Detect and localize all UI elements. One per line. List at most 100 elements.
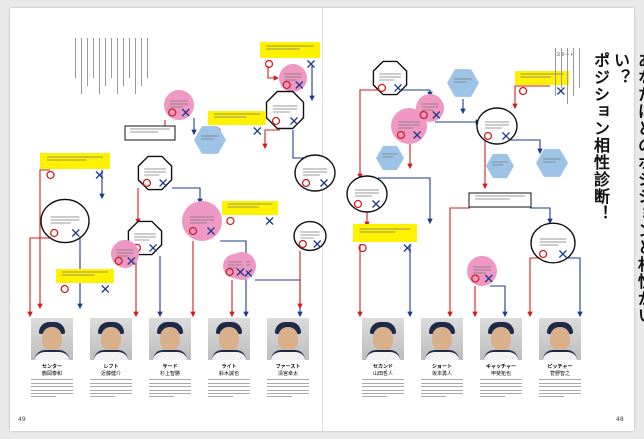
question-node-10 [41,199,89,242]
player-card: ピッチャー菅野智之 [539,318,581,400]
question-node-8 [138,156,171,189]
player-photo [480,318,522,360]
question-node-32 [111,240,139,268]
player-photo [31,318,73,360]
flow-arrow-33 [490,286,505,316]
player-description [539,379,581,397]
question-node-29 [531,223,575,263]
yes-mark [266,61,273,68]
question-node-5 [164,90,194,120]
flow-arrow-18 [255,280,300,316]
flow-arrow-4 [293,130,310,158]
player-position: レフト [90,363,132,370]
question-node-31 [347,176,387,212]
question-node-17 [294,222,326,251]
intro-text-right [550,48,580,102]
player-photo [208,318,250,360]
question-node-16 [295,155,335,191]
question-node-25 [477,108,517,144]
player-position: キャッチャー [480,363,522,370]
player-description [90,379,132,397]
question-node-30 [467,256,497,286]
flow-arrow-11 [30,238,55,316]
player-card: センター鶴岡泰和 [31,318,73,400]
question-node-26 [486,154,514,178]
flow-arrow-29 [530,208,550,223]
player-card: ライト鈴木誠也 [208,318,250,400]
player-position: センター [31,363,73,370]
player-name: 菅野智之 [539,370,581,377]
player-position: ショート [421,363,463,370]
player-description [267,379,309,397]
player-name: 山田哲人 [362,370,404,377]
flow-arrow-3 [265,130,280,148]
question-node-9 [194,126,226,154]
flow-arrow-7 [40,170,50,308]
question-node-1 [260,42,320,68]
page-title: あなたはどのポジションと相性がいい？ [608,52,644,352]
player-card: ファースト清宮幸太 [267,318,309,400]
player-description [208,379,250,397]
player-photo [90,318,132,360]
question-node-18 [353,224,417,252]
player-position: サード [149,363,191,370]
question-node-21 [376,146,404,170]
player-description [149,379,191,397]
question-node-2 [279,64,307,92]
player-position: ファースト [267,363,309,370]
flow-arrow-28 [450,208,470,316]
yes-mark [61,286,68,293]
player-description [362,379,404,397]
title-line-2: ポジション相性診断！ [591,52,610,222]
question-node-6 [125,126,175,140]
yes-mark [47,172,54,179]
player-card: キャッチャー甲斐拓也 [480,318,522,400]
player-photo [267,318,309,360]
page-number-left: 49 [18,416,26,423]
player-name: 坂本勇人 [421,370,463,377]
yes-mark [520,88,527,95]
flow-arrow-22 [360,90,380,178]
player-name: 清宮幸太 [267,370,309,377]
question-node-19 [373,61,406,94]
player-name: 杉上智勝 [149,370,191,377]
flow-arrow-27 [510,140,540,153]
player-name: 鈴木誠也 [208,370,250,377]
title-line-1: あなたはどのポジションと相性がいい？ [611,52,644,324]
magazine-spread: あなたはどのポジションと相性がいい？ ポジション相性診断！ スタート センター鶴… [10,8,634,431]
question-node-23 [447,69,479,97]
player-position: ピッチャー [539,363,581,370]
question-node-33 [223,254,247,278]
question-node-11 [182,201,222,241]
question-node-28 [536,149,568,177]
question-node-22 [416,94,444,122]
question-node-7 [40,153,110,179]
flow-arrow-30 [530,258,542,316]
player-name: 甲斐拓也 [480,370,522,377]
page-number-right: 48 [616,416,624,423]
player-description [31,379,73,397]
player-photo [149,318,191,360]
player-position: ライト [208,363,250,370]
player-card: セカンド山田哲人 [362,318,404,400]
flow-arrow-31 [565,258,580,316]
intro-text-left [68,38,148,98]
player-photo [421,318,463,360]
question-node-3 [267,92,304,129]
page-subtitle: ポジション相性診断！ [588,52,612,352]
flow-arrow-10 [172,188,200,203]
player-card: サード杉上智勝 [149,318,191,400]
player-name: 鶴岡泰和 [31,370,73,377]
yes-mark [227,218,234,225]
player-position: セカンド [362,363,404,370]
player-name: 近藤健介 [90,370,132,377]
question-node-14 [222,201,278,225]
player-description [480,379,522,397]
player-description [421,379,463,397]
player-photo [362,318,404,360]
player-photo [539,318,581,360]
player-card: ショート坂本勇人 [421,318,463,400]
question-node-13 [56,269,114,293]
player-card: レフト近藤健介 [90,318,132,400]
question-node-27 [469,193,531,207]
